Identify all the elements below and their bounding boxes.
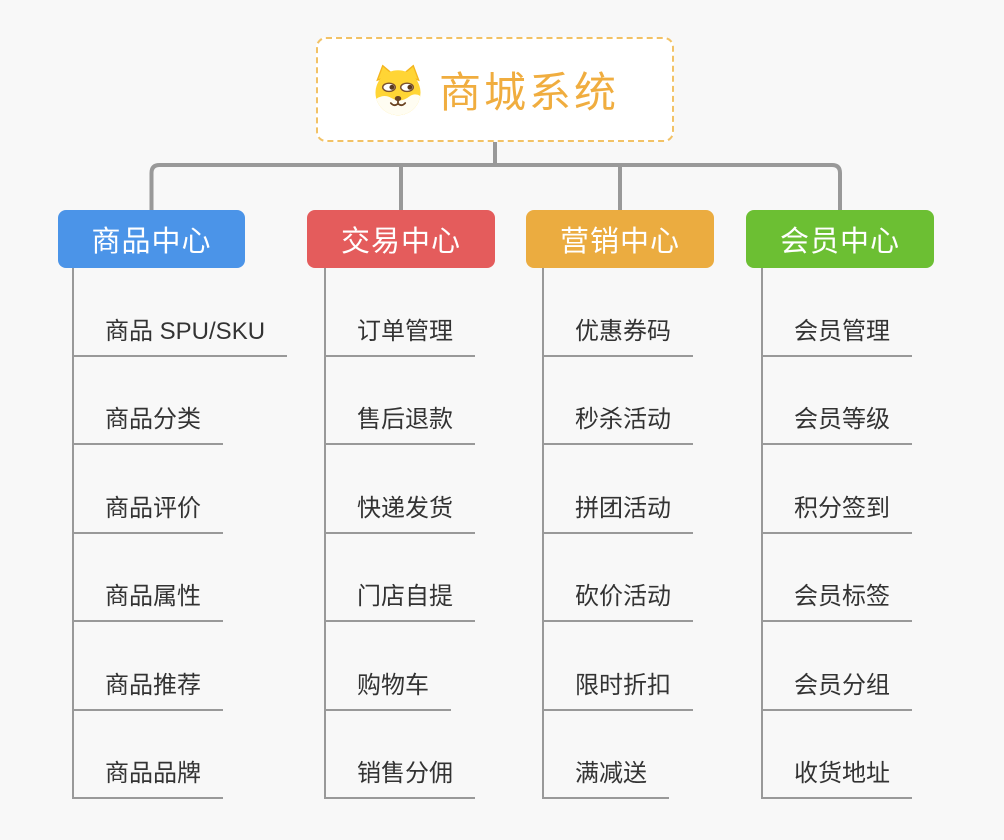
leaf-node[interactable]: 会员标签 — [761, 582, 912, 622]
leaf-row: 拼团活动 — [542, 445, 693, 534]
leaf-row: 门店自提 — [324, 534, 475, 622]
root-node[interactable]: 商城系统 — [316, 37, 674, 142]
leaf-row: 商品评价 — [72, 445, 287, 534]
leaf-node[interactable]: 购物车 — [324, 671, 451, 711]
leaf-row: 秒杀活动 — [542, 357, 693, 445]
leaf-row: 优惠券码 — [542, 268, 693, 357]
leaf-row: 限时折扣 — [542, 622, 693, 711]
leaf-column-members: 会员管理 会员等级 积分签到 会员标签 会员分组 收货地址 — [761, 268, 912, 799]
leaf-row: 商品分类 — [72, 357, 287, 445]
leaf-node[interactable]: 订单管理 — [324, 317, 475, 357]
leaf-row: 会员标签 — [761, 534, 912, 622]
branch-label: 营销中心 — [559, 226, 680, 258]
leaf-node[interactable]: 商品属性 — [72, 582, 223, 622]
leaf-node[interactable]: 商品分类 — [72, 405, 223, 445]
leaf-node[interactable]: 满减送 — [542, 759, 669, 799]
leaf-node[interactable]: 商品 SPU/SKU — [72, 317, 288, 357]
leaf-node[interactable]: 拼团活动 — [542, 494, 693, 534]
branch-label: 交易中心 — [340, 226, 461, 258]
leaf-node[interactable]: 收货地址 — [761, 759, 912, 799]
leaf-row: 满减送 — [542, 711, 693, 799]
doge-icon — [375, 64, 421, 115]
leaf-row: 售后退款 — [324, 357, 475, 445]
leaf-row: 砍价活动 — [542, 534, 693, 622]
leaf-node[interactable]: 秒杀活动 — [542, 405, 693, 445]
leaf-node[interactable]: 限时折扣 — [542, 671, 693, 711]
leaf-node[interactable]: 会员管理 — [761, 317, 912, 357]
leaf-row: 快递发货 — [324, 445, 475, 534]
leaf-row: 商品品牌 — [72, 711, 287, 799]
leaf-row: 购物车 — [324, 622, 475, 711]
leaf-column-trade: 订单管理 售后退款 快递发货 门店自提 购物车 销售分佣 — [324, 268, 475, 799]
leaf-column-marketing: 优惠券码 秒杀活动 拼团活动 砍价活动 限时折扣 满减送 — [542, 268, 693, 799]
leaf-node[interactable]: 会员等级 — [761, 405, 912, 445]
branch-label: 商品中心 — [91, 226, 212, 258]
leaf-node[interactable]: 商品评价 — [72, 494, 223, 534]
leaf-node[interactable]: 商品推荐 — [72, 671, 223, 711]
leaf-row: 商品推荐 — [72, 622, 287, 711]
leaf-row: 积分签到 — [761, 445, 912, 534]
branch-node-trade[interactable]: 交易中心 — [307, 210, 495, 268]
branch-node-products[interactable]: 商品中心 — [58, 210, 245, 268]
leaf-node[interactable]: 砍价活动 — [542, 582, 693, 622]
leaf-node[interactable]: 快递发货 — [324, 494, 475, 534]
leaf-row: 销售分佣 — [324, 711, 475, 799]
leaf-node[interactable]: 售后退款 — [324, 405, 475, 445]
leaf-node[interactable]: 门店自提 — [324, 582, 475, 622]
leaf-node[interactable]: 商品品牌 — [72, 759, 223, 799]
leaf-row: 订单管理 — [324, 268, 475, 357]
leaf-row: 收货地址 — [761, 711, 912, 799]
leaf-node[interactable]: 销售分佣 — [324, 759, 475, 799]
branch-node-members[interactable]: 会员中心 — [746, 210, 934, 268]
leaf-node[interactable]: 积分签到 — [761, 494, 912, 534]
leaf-node[interactable]: 优惠券码 — [542, 317, 693, 357]
leaf-column-products: 商品 SPU/SKU 商品分类 商品评价 商品属性 商品推荐 商品品牌 — [72, 268, 288, 799]
leaf-row: 会员管理 — [761, 268, 912, 357]
leaf-row: 会员分组 — [761, 622, 912, 711]
leaf-row: 会员等级 — [761, 357, 912, 445]
leaf-row: 商品 SPU/SKU — [72, 268, 288, 357]
branch-node-marketing[interactable]: 营销中心 — [526, 210, 714, 268]
leaf-row: 商品属性 — [72, 534, 287, 622]
leaf-node[interactable]: 会员分组 — [761, 671, 912, 711]
branch-label: 会员中心 — [779, 226, 900, 258]
root-title: 商城系统 — [438, 69, 619, 116]
